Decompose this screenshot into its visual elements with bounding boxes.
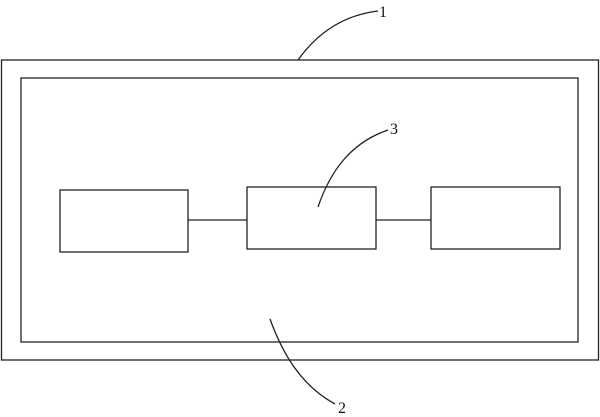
leader-line-3 (317, 129, 389, 208)
left-block (59, 189, 189, 253)
leader-line-1 (297, 10, 379, 61)
right-block (430, 186, 561, 250)
leader-line-2 (269, 318, 336, 405)
inner-frame (20, 77, 579, 343)
callout-label-3: 3 (390, 121, 398, 138)
outer-frame (0, 59, 600, 361)
callout-label-2: 2 (338, 400, 346, 417)
middle-block (246, 186, 377, 250)
callout-label-1: 1 (379, 4, 387, 21)
